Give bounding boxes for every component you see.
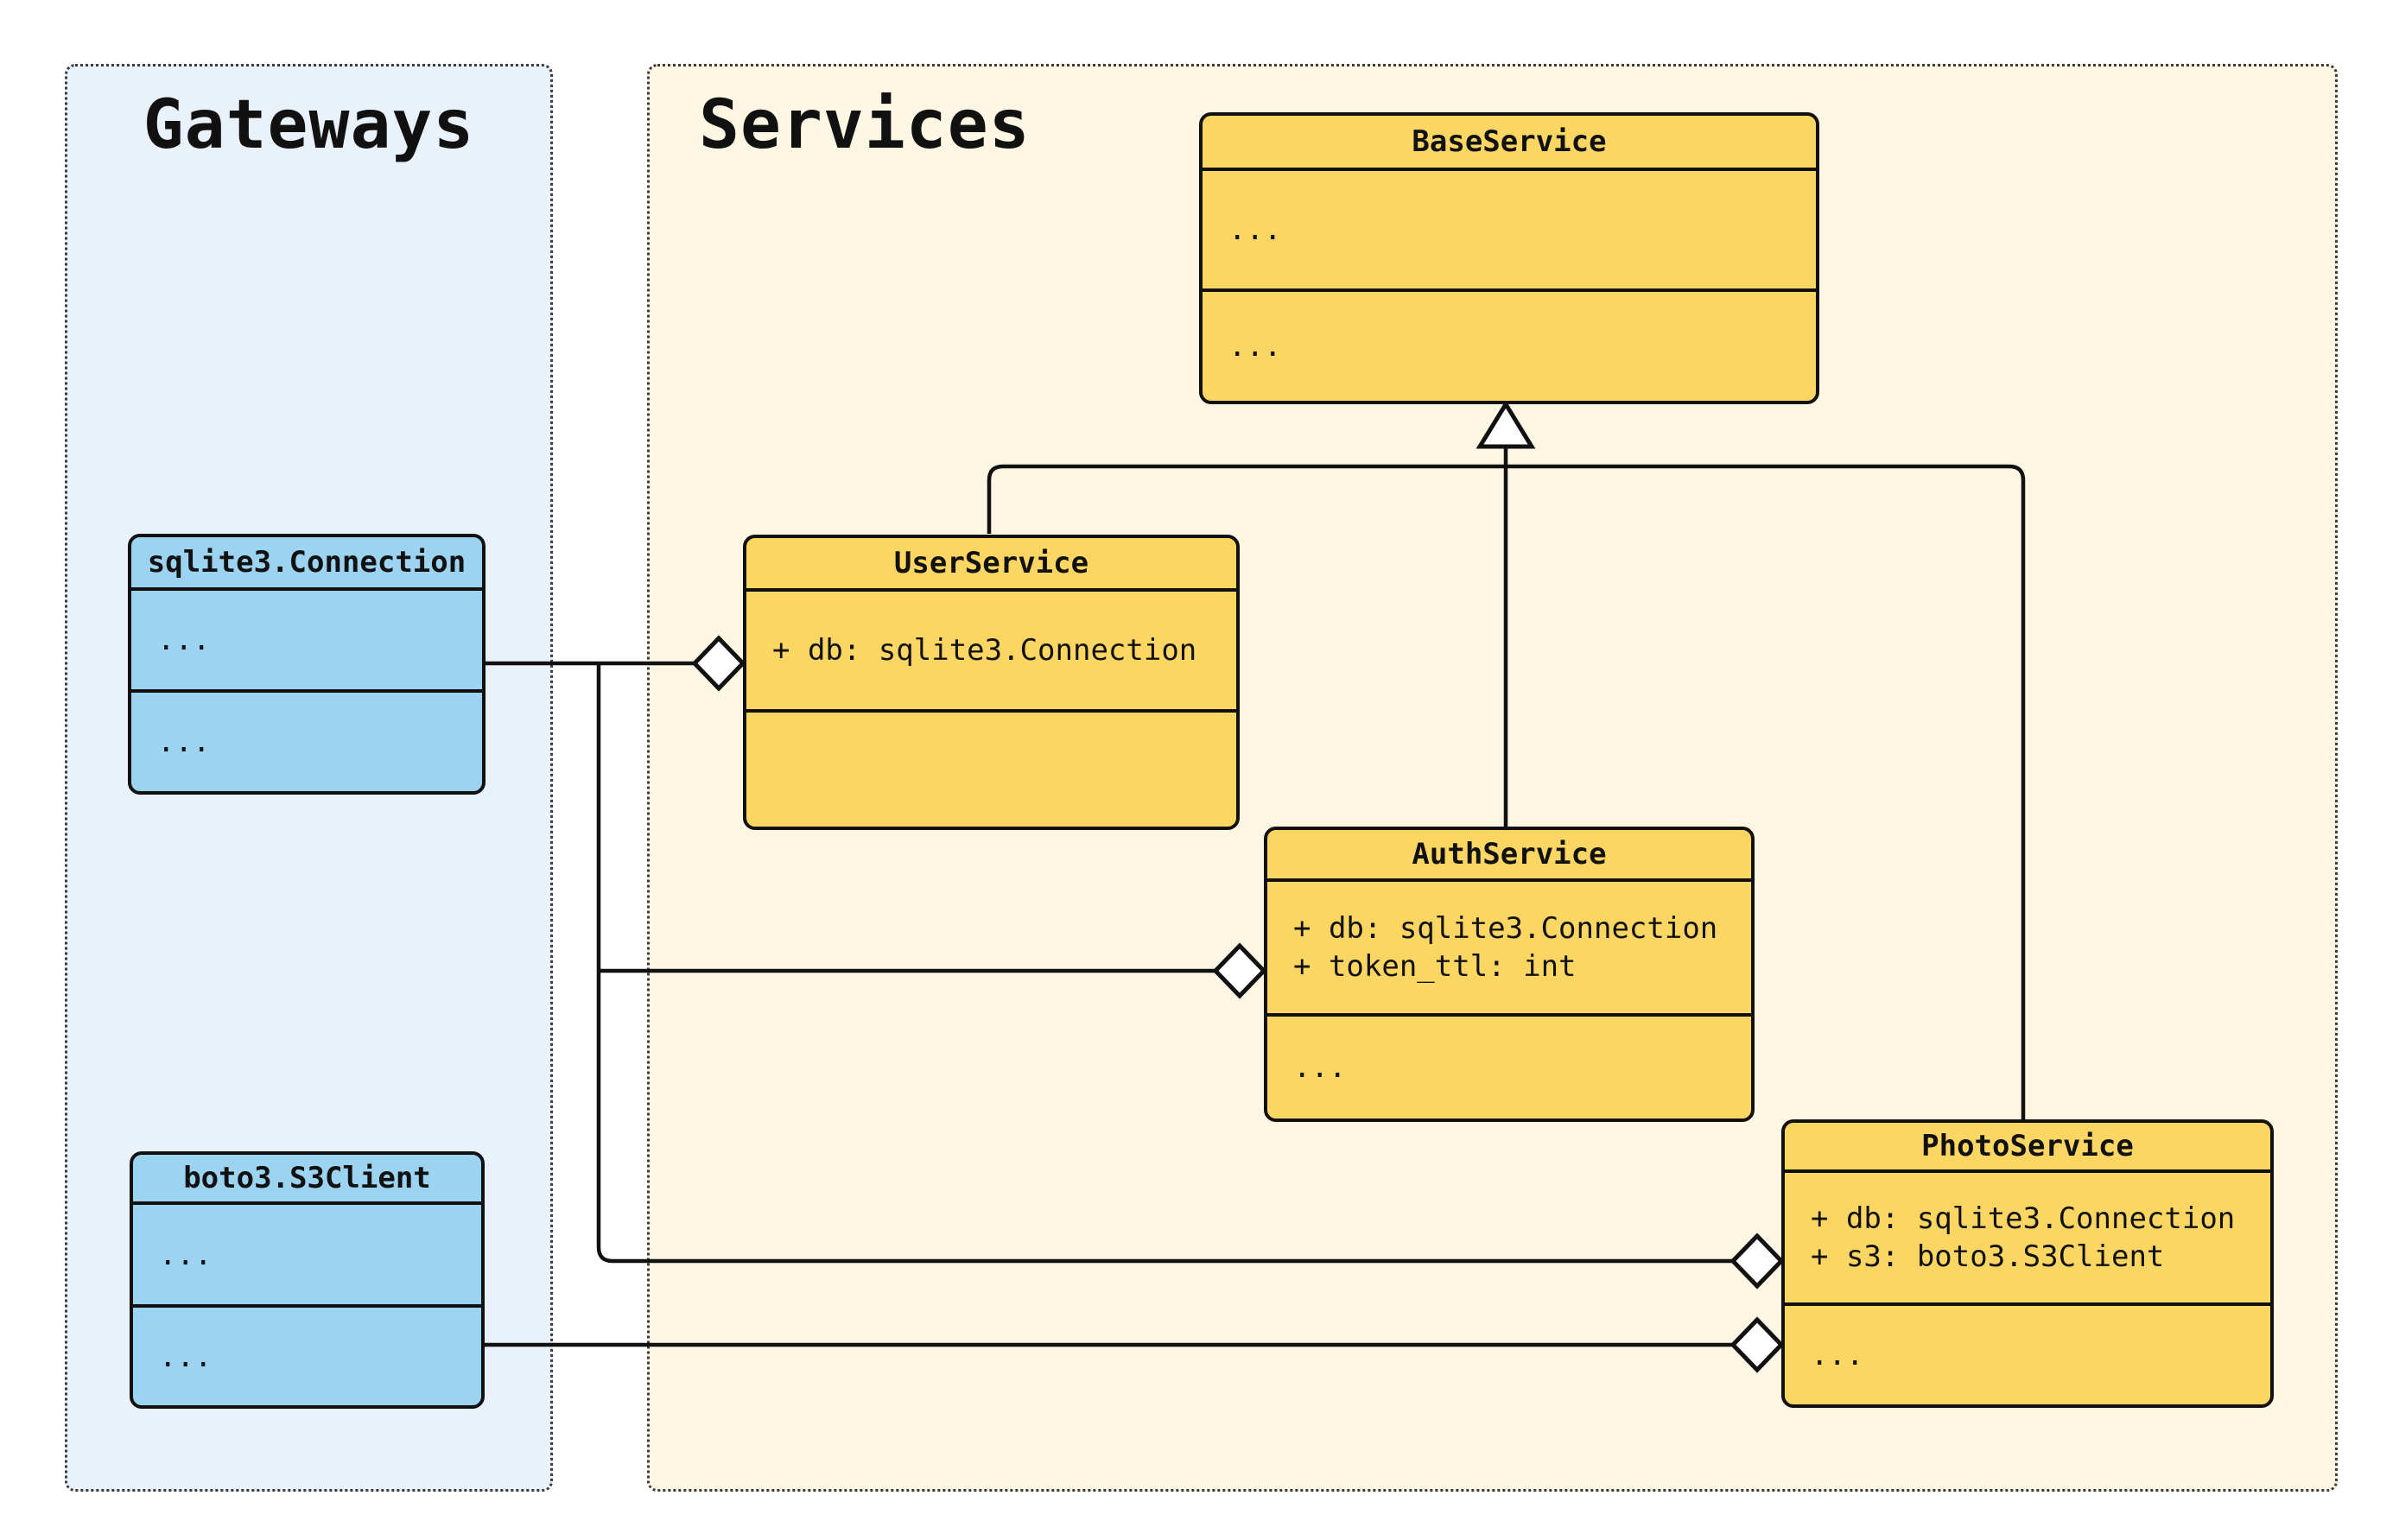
class-attrs-baseservice: ... [1203,171,1816,292]
attr-line: + db: sqlite3.Connection [772,633,1197,668]
class-methods-boto3-s3client: ... [133,1308,481,1405]
method-line: ... [159,1339,213,1374]
gateways-panel-title: Gateways [143,86,475,164]
class-box-userservice: UserService + db: sqlite3.Connection [743,535,1240,830]
class-attrs-authservice: + db: sqlite3.Connection + token_ttl: in… [1267,882,1751,1017]
attr-line: + token_ttl: int [1293,949,1577,984]
class-attrs-photoservice: + db: sqlite3.Connection + s3: boto3.S3C… [1785,1173,2270,1306]
method-line: ... [1293,1050,1347,1085]
class-box-boto3-s3client: boto3.S3Client ... ... [130,1151,485,1409]
class-attrs-sqlite3-connection: ... [131,591,482,693]
method-line: ... [1228,329,1282,364]
class-box-authservice: AuthService + db: sqlite3.Connection + t… [1264,827,1755,1122]
class-methods-sqlite3-connection: ... [131,693,482,791]
class-attrs-userservice: + db: sqlite3.Connection [746,592,1236,713]
class-methods-userservice [746,713,1236,827]
class-title-authservice: AuthService [1267,830,1751,882]
services-panel-title: Services [699,86,1031,164]
attr-line: + db: sqlite3.Connection [1293,911,1718,946]
class-title-userservice: UserService [746,538,1236,592]
class-title-baseservice: BaseService [1203,116,1816,171]
class-attrs-boto3-s3client: ... [133,1205,481,1308]
attr-line: ... [159,1237,213,1272]
attr-line: + db: sqlite3.Connection [1811,1201,2236,1236]
class-methods-photoservice: ... [1785,1306,2270,1404]
method-line: ... [157,725,211,759]
attr-line: ... [157,623,211,657]
class-methods-authservice: ... [1267,1017,1751,1119]
method-line: ... [1811,1338,1864,1372]
class-box-sqlite3-connection: sqlite3.Connection ... ... [128,534,486,795]
attr-line: + s3: boto3.S3Client [1811,1239,2165,1274]
class-box-photoservice: PhotoService + db: sqlite3.Connection + … [1781,1119,2274,1408]
class-title-boto3-s3client: boto3.S3Client [133,1155,481,1205]
attr-line: ... [1228,212,1282,247]
class-title-sqlite3-connection: sqlite3.Connection [131,537,482,591]
class-box-baseservice: BaseService ... ... [1199,112,1819,404]
class-title-photoservice: PhotoService [1785,1123,2270,1173]
class-methods-baseservice: ... [1203,292,1816,401]
